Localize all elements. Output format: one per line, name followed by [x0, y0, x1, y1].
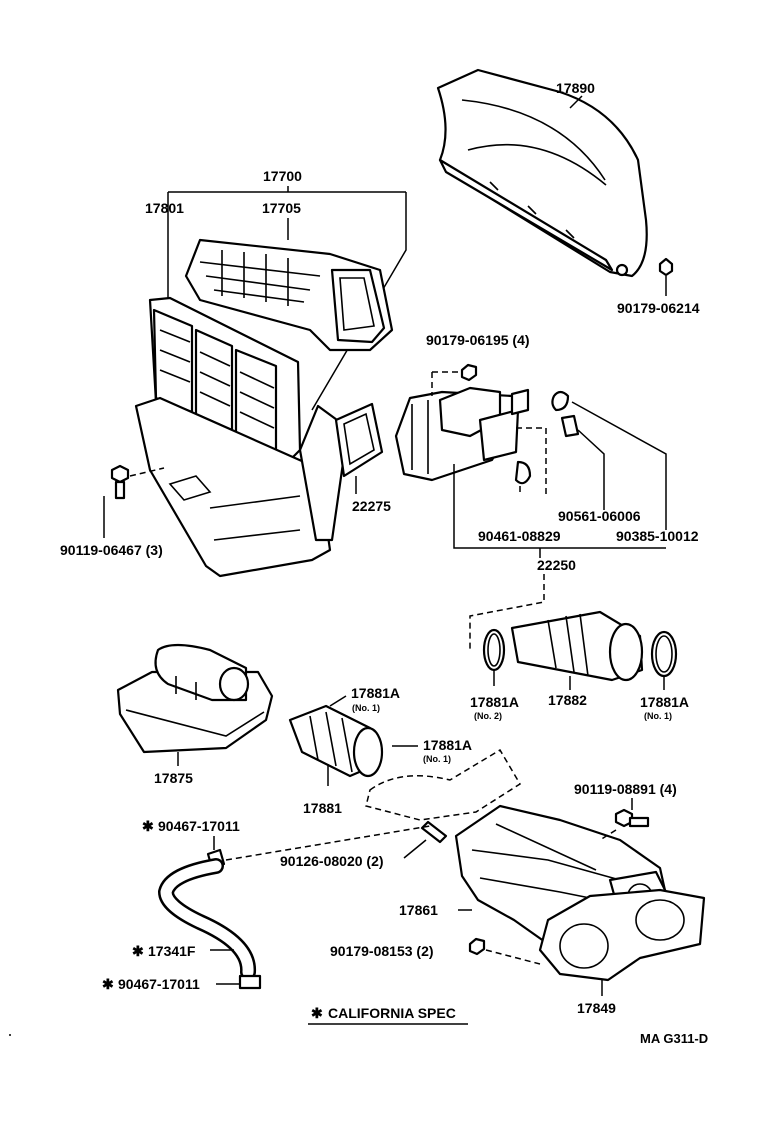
gasket-17849 — [538, 888, 706, 996]
label-17849: 17849 — [577, 1000, 616, 1016]
legend-mark: ✱ — [311, 1005, 323, 1021]
label-17881A-no1-right-sub: (No. 1) — [644, 711, 672, 721]
label-17875: 17875 — [154, 770, 193, 786]
label-90179-06214: 90179-06214 — [617, 300, 700, 316]
clamp-90467-17011-bottom — [216, 974, 262, 990]
nut-90179-06214 — [658, 257, 674, 296]
clamp-17881A-no1-right — [650, 630, 678, 690]
label-17881A-no2-sub: (No. 2) — [474, 711, 502, 721]
leader-17890 — [569, 95, 583, 109]
label-17801: 17801 — [145, 200, 184, 216]
label-17881A-top-sub: (No. 1) — [352, 703, 380, 713]
label-90179-08153: 90179-08153 (2) — [330, 943, 434, 959]
dash-22250 — [469, 574, 545, 650]
label-17881A-no2: 17881A — [470, 694, 519, 710]
label-17881: 17881 — [303, 800, 342, 816]
nut-90179-06195 — [460, 363, 478, 382]
label-17881A-mid-sub: (No. 1) — [423, 754, 451, 764]
label-90385-10012: 90385-10012 — [616, 528, 699, 544]
bracket-22250 — [453, 464, 666, 549]
mark-17341F: ✱ — [132, 943, 144, 959]
label-90179-06195: 90179-06195 (4) — [426, 332, 530, 348]
label-90119-06467: 90119-06467 (3) — [60, 542, 163, 558]
air-cleaner-case-17801 — [134, 296, 350, 578]
bolt-90119-06467 — [103, 464, 165, 538]
resonator-17875 — [116, 643, 274, 766]
clip-90461-08829 — [514, 460, 532, 496]
vacuum-hose-17341F — [157, 858, 256, 980]
air-cleaner-cap-17705 — [184, 238, 394, 352]
label-17341F: 17341F — [148, 943, 196, 959]
label-90119-08891: 90119-08891 (4) — [574, 781, 677, 797]
leader-90385-10012 — [571, 401, 667, 530]
label-90126-08020: 90126-08020 (2) — [280, 853, 384, 869]
label-17700: 17700 — [263, 168, 302, 184]
intake-duct-17890 — [436, 68, 648, 278]
mark-90467-17011-top: ✱ — [142, 818, 154, 834]
bracket-17700 — [167, 186, 407, 411]
mark-90467-17011-bottom: ✱ — [102, 976, 114, 992]
leader-17881A-top — [329, 695, 347, 707]
dash-90179-06195 — [431, 371, 466, 396]
grommet-90385-10012 — [551, 390, 580, 438]
leader-90561-06006 — [577, 429, 605, 510]
label-90467-17011-top: 90467-17011 — [158, 818, 240, 834]
label-22275: 22275 — [352, 498, 391, 514]
air-flow-meter-22250 — [394, 386, 530, 482]
label-17881A-no1-right: 17881A — [640, 694, 689, 710]
stray-dot — [9, 1034, 11, 1036]
clamp-17881A-no2 — [482, 628, 506, 686]
label-17861: 17861 — [399, 902, 438, 918]
label-22250: 22250 — [537, 557, 576, 573]
label-17890: 17890 — [556, 80, 595, 96]
label-17881A-top: 17881A — [351, 685, 400, 701]
dash-flow-meter — [516, 427, 547, 496]
nut-90179-08153 — [468, 937, 541, 965]
label-17705: 17705 — [262, 200, 301, 216]
hose-17881 — [288, 704, 384, 786]
legend-california-spec: CALIFORNIA SPEC — [328, 1005, 456, 1021]
footer-code: MA G311-D — [640, 1031, 708, 1046]
label-90461-08829: 90461-08829 — [478, 528, 561, 544]
hose-17882 — [510, 610, 644, 690]
label-90467-17011-bottom: 90467-17011 — [118, 976, 200, 992]
label-90561-06006: 90561-06006 — [558, 508, 641, 524]
bolt-90119-08891 — [599, 798, 650, 841]
gasket-22275 — [334, 402, 384, 494]
label-17881A-mid: 17881A — [423, 737, 472, 753]
label-17882: 17882 — [548, 692, 587, 708]
